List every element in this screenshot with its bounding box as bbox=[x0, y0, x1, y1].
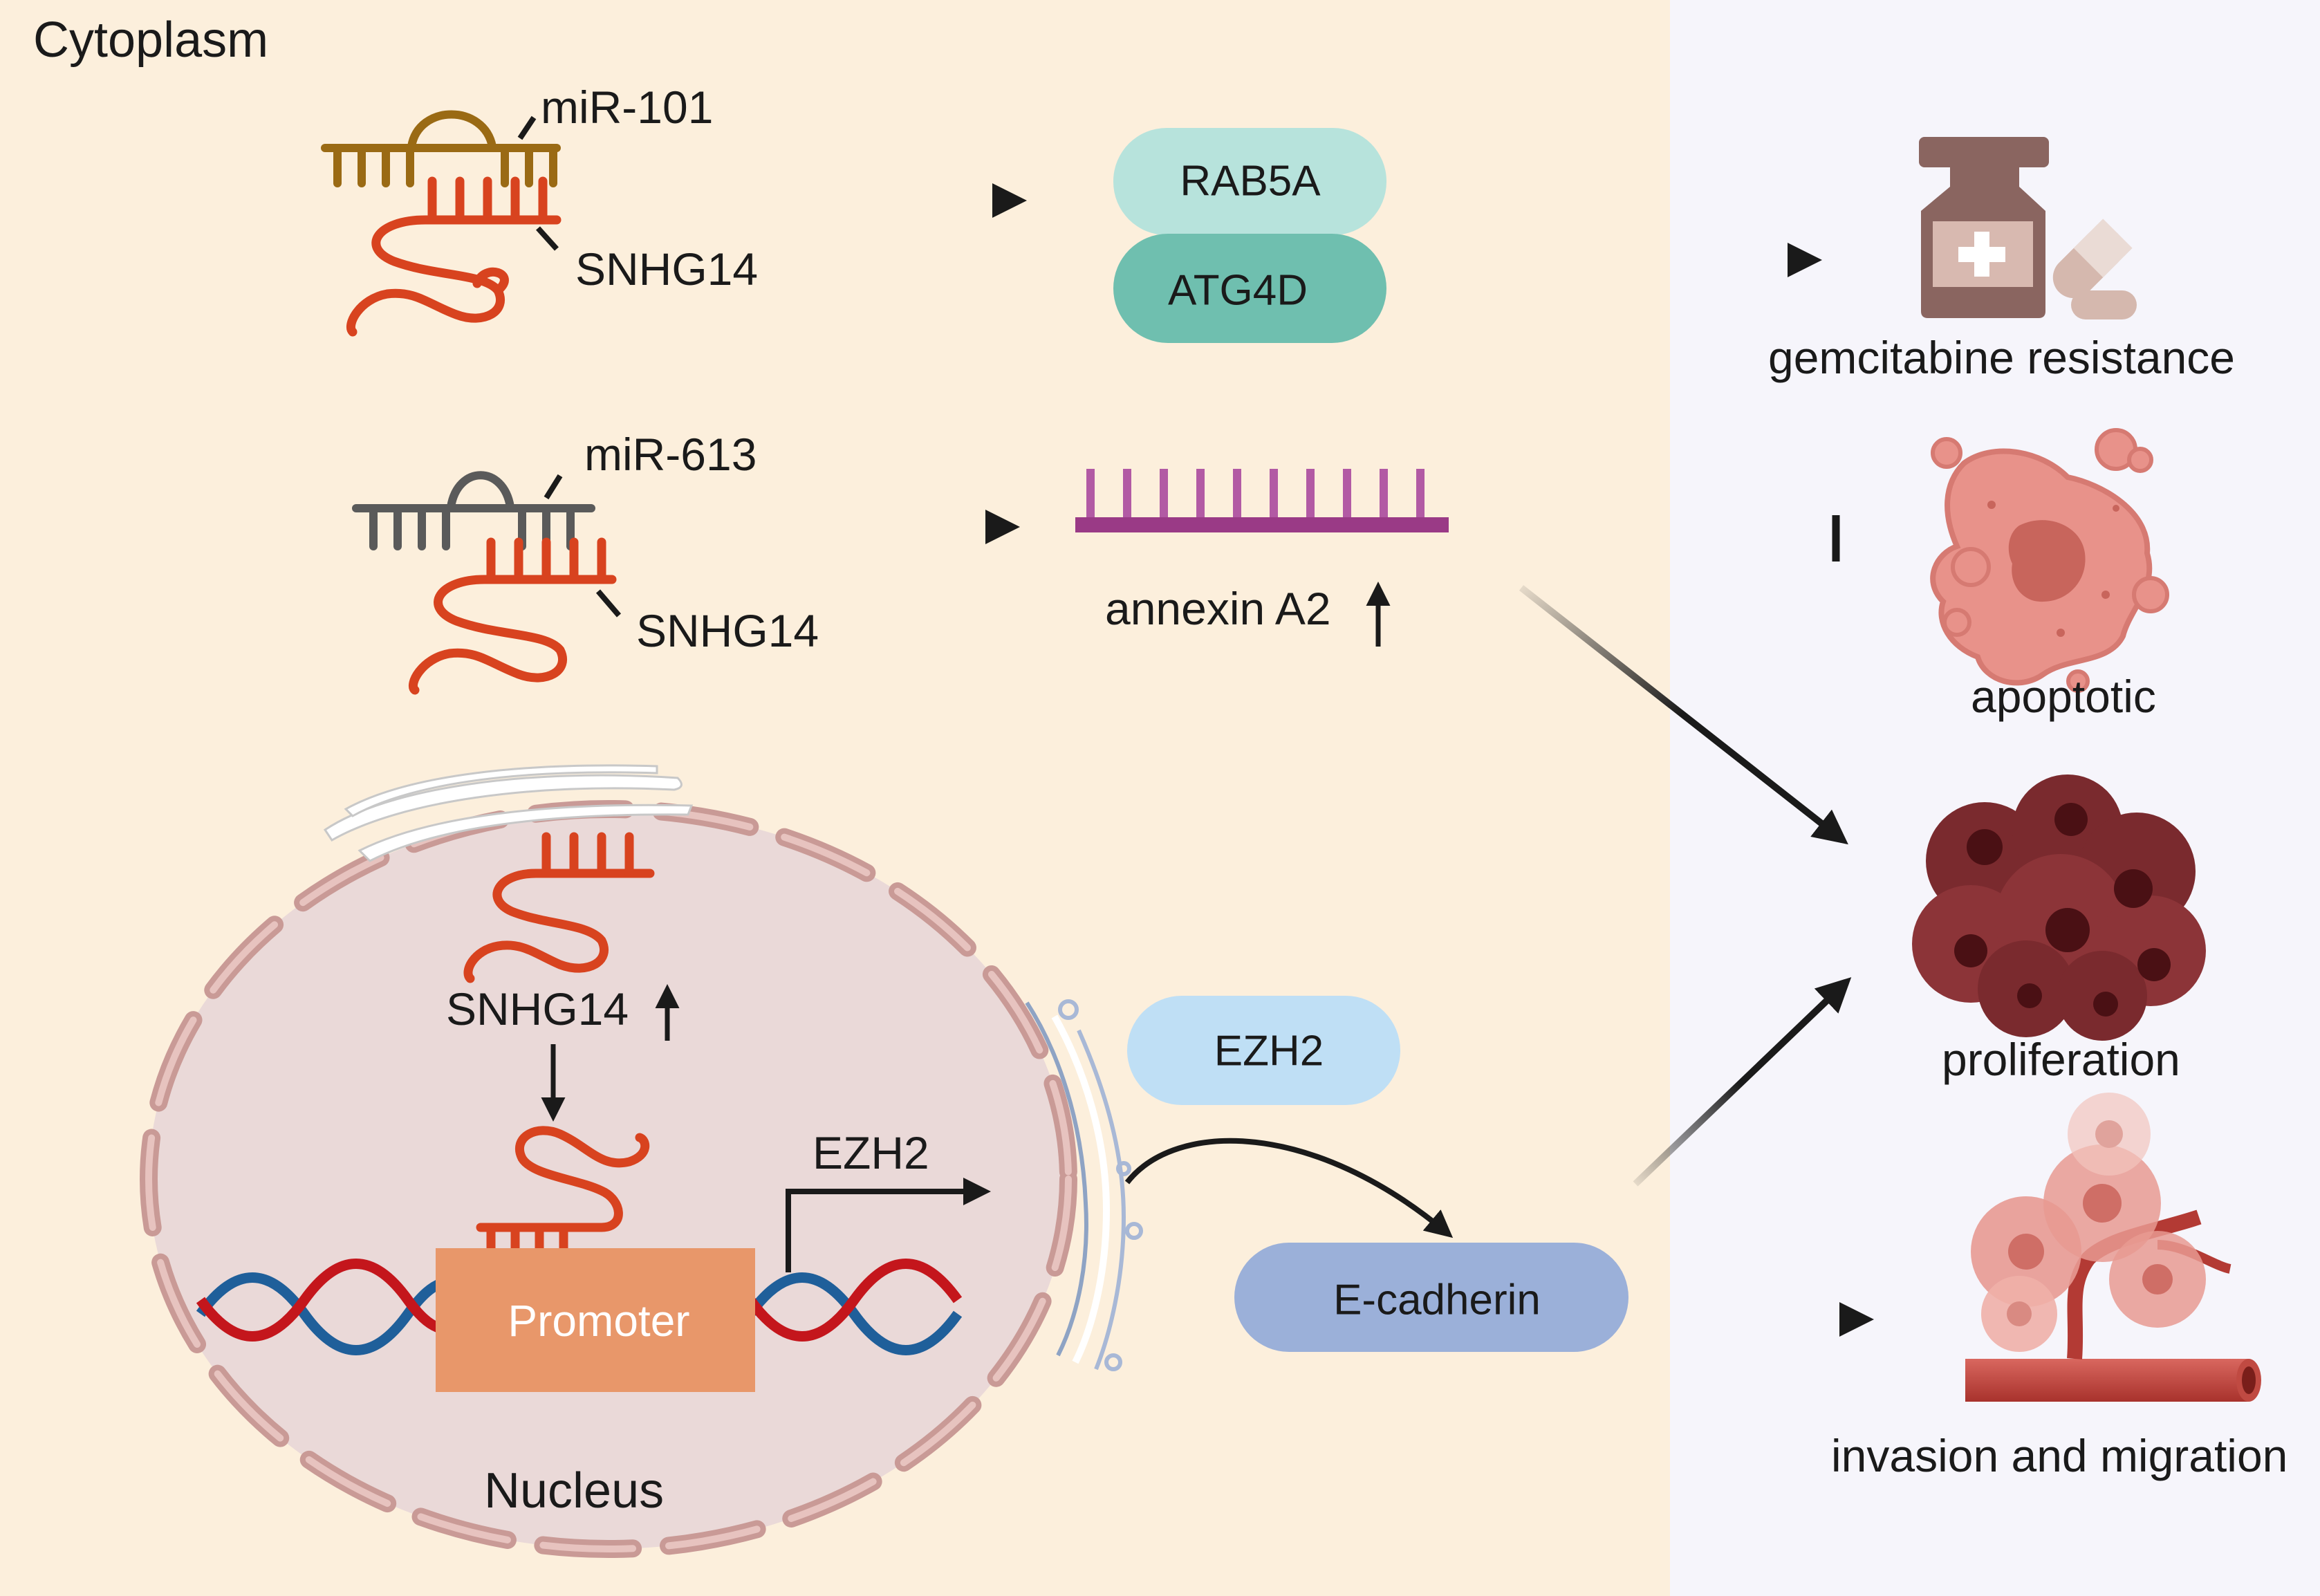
arrow-ezh2-to-ecadherin bbox=[1124, 1138, 1454, 1238]
proliferation-label: proliferation bbox=[1942, 1034, 2180, 1085]
ezh2-protein: EZH2 bbox=[1127, 996, 1400, 1105]
mir101-snhg14-complex bbox=[321, 110, 562, 337]
snhg14-label-2: SNHG14 bbox=[636, 605, 819, 656]
transcription-start-arrow bbox=[786, 1178, 991, 1272]
mir613-snhg14-complex bbox=[352, 471, 622, 695]
snhg14-nuclear-label: SNHG14 bbox=[446, 983, 629, 1034]
endoplasmic-reticulum-icon bbox=[323, 764, 694, 862]
rab5a-protein: RAB5A bbox=[1113, 128, 1386, 235]
e-cadherin-label: E-cadherin bbox=[1333, 1277, 1541, 1324]
atg4d-protein: ATG4D bbox=[1113, 234, 1386, 343]
nucleus-label: Nucleus bbox=[484, 1463, 664, 1519]
apoptotic-cell-icon bbox=[1930, 428, 2169, 693]
e-cadherin-protein: E-cadherin bbox=[1234, 1243, 1628, 1352]
golgi-apparatus-icon bbox=[1025, 999, 1143, 1371]
ezh2-gene-label: EZH2 bbox=[813, 1127, 929, 1178]
tumor-cluster-icon bbox=[1912, 774, 2206, 1041]
gemcitabine-label: gemcitabine resistance bbox=[1768, 332, 2235, 383]
mir613-label: miR-613 bbox=[584, 429, 757, 480]
mir101-label: miR-101 bbox=[541, 82, 713, 133]
annexin-label: annexin A2 bbox=[1105, 583, 1331, 634]
annexin-a2-strand bbox=[1075, 469, 1449, 532]
invasion-label: invasion and migration bbox=[1831, 1430, 2287, 1481]
invasion-vessel-icon bbox=[1965, 1093, 2261, 1402]
ezh2-protein-label: EZH2 bbox=[1214, 1028, 1324, 1075]
inhibit-apoptosis-line bbox=[1535, 515, 1840, 562]
nucleus bbox=[140, 800, 1077, 1558]
snhg14-label-1: SNHG14 bbox=[575, 243, 758, 295]
snhg14-nuclear-rna bbox=[463, 832, 655, 983]
arrow-ecadherin-to-proliferation bbox=[1633, 977, 1852, 1187]
apoptotic-label: apoptotic bbox=[1971, 671, 2156, 722]
cytoplasm-label: Cytoplasm bbox=[33, 12, 268, 68]
promoter-region: Promoter bbox=[436, 1248, 755, 1392]
promoter-label: Promoter bbox=[508, 1296, 689, 1346]
arrow-annexin-to-proliferation bbox=[1519, 585, 1848, 845]
rab5a-label: RAB5A bbox=[1180, 158, 1321, 205]
atg4d-label: ATG4D bbox=[1168, 267, 1308, 315]
dna-double-helix bbox=[196, 1259, 963, 1355]
medicine-bottle-icon bbox=[1919, 137, 2049, 318]
